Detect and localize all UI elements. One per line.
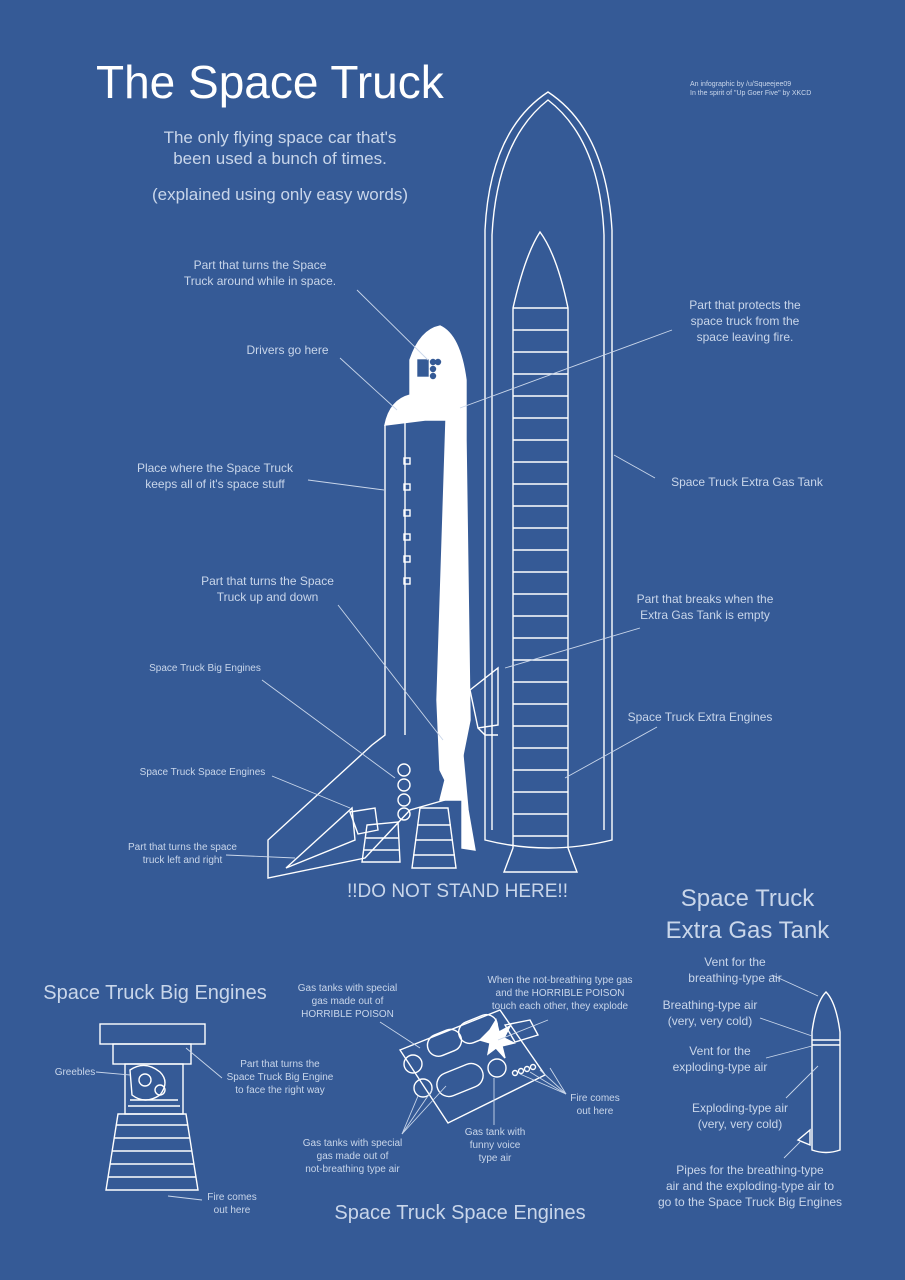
label-line: gas made out of	[316, 1151, 389, 1162]
label-extra-tank: Space Truck Extra Gas Tank	[671, 475, 823, 489]
label-exploding-air: Exploding-type air (very, very cold)	[675, 1100, 805, 1132]
label-vent-breathing: Vent for the breathing-type air	[665, 954, 805, 986]
external-tank-drawing	[484, 91, 613, 849]
label-line: (very, very cold)	[667, 1014, 753, 1028]
label-line: Breathing-type air	[662, 998, 758, 1012]
label-line: Gas tanks with special	[302, 1138, 403, 1149]
label-line: to face the right way	[235, 1085, 325, 1096]
tank-detail	[796, 991, 841, 1154]
label-protects: Part that protects the space truck from …	[650, 297, 840, 345]
label-line: touch each other, they explode	[491, 1001, 629, 1012]
label-line: When the not-breathing type gas	[487, 975, 633, 986]
label-breathing-air: Breathing-type air (very, very cold)	[645, 997, 775, 1029]
space-engine-heading: Space Truck Space Engines	[334, 1202, 586, 1224]
space-engine-detail	[398, 1009, 547, 1124]
label-line: Gas tanks with special	[297, 983, 398, 994]
booster-drawing	[502, 230, 579, 873]
label-line: Exploding-type air	[691, 1101, 789, 1115]
label-line: Truck up and down	[216, 590, 319, 604]
label-line: Part that turns the Space	[201, 574, 334, 588]
label-line: (very, very cold)	[697, 1117, 783, 1131]
label-line: and the HORRIBLE POISON	[495, 988, 625, 999]
label-line: Part that turns the space	[128, 842, 237, 853]
label-greebles: Greebles	[54, 1067, 96, 1078]
subtitle-line3: (explained using only easy words)	[151, 185, 409, 204]
label-line: gas made out of	[311, 996, 384, 1007]
label-big-engines: Space Truck Big Engines	[149, 663, 261, 674]
label-line: Extra Gas Tank is empty	[640, 608, 770, 622]
label-vent-exploding: Vent for the exploding-type air	[655, 1043, 785, 1075]
label-line: funny voice	[469, 1140, 521, 1151]
tank-heading-line2: Extra Gas Tank	[665, 917, 830, 944]
label-line: Fire comes	[570, 1093, 620, 1104]
label-extra-engines: Space Truck Extra Engines	[627, 710, 773, 724]
label-line: Vent for the	[704, 955, 766, 969]
label-line: Truck around while in space.	[183, 274, 337, 288]
label-drivers: Drivers go here	[246, 343, 329, 357]
label-line: Part that turns the Space	[193, 258, 327, 272]
label-space-engines: Space Truck Space Engines	[139, 767, 266, 778]
label-line: Part that turns the	[240, 1059, 320, 1070]
label-breaks: Part that breaks when the Extra Gas Tank…	[615, 591, 795, 623]
label-line: Space Truck Big Engine	[226, 1072, 334, 1083]
credit-line2: In the spirit of "Up Goer Five" by XKCD	[690, 90, 812, 97]
label-turns-engine: Part that turns the Space Truck Big Engi…	[210, 1058, 350, 1097]
leader-lines	[225, 289, 673, 859]
label-line: keeps all of it's space stuff	[145, 477, 285, 491]
label-explode: When the not-breathing type gas and the …	[475, 974, 645, 1013]
label-line: go to the Space Truck Big Engines	[657, 1195, 843, 1209]
label-space-stuff: Place where the Space Truck keeps all of…	[115, 460, 315, 492]
label-line: Place where the Space Truck	[136, 461, 294, 475]
label-line: Vent for the	[689, 1044, 751, 1058]
credit-line1: An infographic by /u/Squeejee09	[690, 81, 792, 88]
warning-text: !!DO NOT STAND HERE!!	[347, 881, 568, 902]
label-line: exploding-type air	[672, 1060, 768, 1074]
label-line: out here	[576, 1106, 614, 1117]
label-line: Part that breaks when the	[636, 592, 774, 606]
subtitle-line2: been used a bunch of times.	[173, 149, 387, 168]
label-up-down: Part that turns the Space Truck up and d…	[170, 573, 365, 605]
label-air-tanks: Gas tanks with special gas made out of n…	[290, 1137, 415, 1176]
label-left-right: Part that turns the space truck left and…	[110, 841, 255, 867]
label-line: Gas tank with	[464, 1127, 526, 1138]
label-big-fire: Fire comes out here	[192, 1191, 272, 1217]
label-line: space leaving fire.	[696, 330, 794, 344]
tank-heading-line1: Space Truck	[680, 885, 815, 912]
label-line: out here	[213, 1205, 251, 1216]
big-engine-heading: Space Truck Big Engines	[43, 982, 267, 1004]
label-turns-in-space: Part that turns the Space Truck around w…	[160, 257, 360, 289]
label-line: truck left and right	[142, 855, 223, 866]
label-poison-tanks: Gas tanks with special gas made out of H…	[290, 982, 405, 1021]
label-line: Pipes for the breathing-type	[676, 1163, 824, 1177]
label-line: Fire comes	[207, 1192, 257, 1203]
label-line: space truck from the	[690, 314, 800, 328]
label-line: Part that protects the	[689, 298, 801, 312]
label-funny-tank: Gas tank with funny voice type air	[450, 1126, 540, 1165]
label-line: type air	[478, 1153, 512, 1164]
label-line: breathing-type air	[688, 971, 782, 985]
label-line: not-breathing type air	[305, 1164, 400, 1175]
label-line: air and the exploding-type air to	[665, 1179, 835, 1193]
orbiter-drawing	[267, 325, 499, 879]
label-line: HORRIBLE POISON	[301, 1009, 394, 1020]
page-title: The Space Truck	[96, 56, 444, 108]
label-space-fire: Fire comes out here	[560, 1092, 630, 1118]
label-pipes: Pipes for the breathing-type air and the…	[630, 1162, 870, 1210]
subtitle-line1: The only flying space car that's	[163, 128, 397, 147]
big-engine-detail	[99, 1023, 206, 1191]
